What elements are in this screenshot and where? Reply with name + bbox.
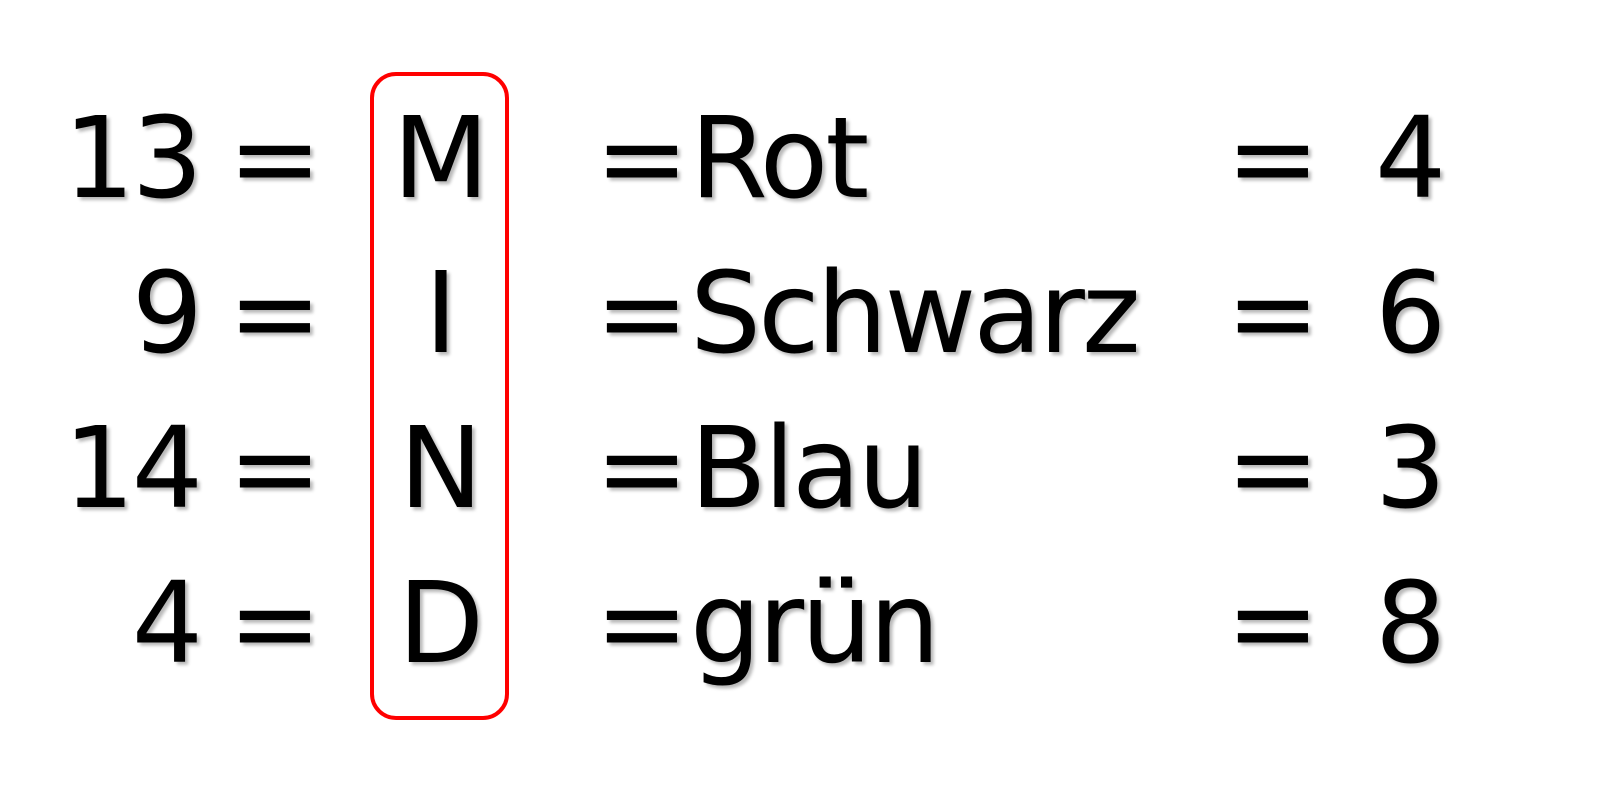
- row-value: 6: [1375, 249, 1446, 379]
- row-value: 8: [1375, 559, 1446, 689]
- row-letter: M: [392, 94, 490, 224]
- row-color-word: Blau: [690, 404, 929, 534]
- equals-sign: =: [595, 404, 689, 534]
- row-color-word: grün: [690, 559, 940, 689]
- equals-sign: =: [595, 249, 689, 379]
- highlight-box-mind: [370, 72, 509, 720]
- equals-sign: =: [1226, 94, 1320, 224]
- row-letter: N: [399, 404, 483, 534]
- equals-sign: =: [1226, 249, 1320, 379]
- equals-sign: =: [1226, 559, 1320, 689]
- equals-sign: =: [228, 94, 322, 224]
- row-number: 13: [63, 94, 203, 224]
- equals-sign: =: [595, 559, 689, 689]
- row-value: 3: [1375, 404, 1446, 534]
- equals-sign: =: [228, 559, 322, 689]
- equals-sign: =: [1226, 404, 1320, 534]
- row-color-word: Rot: [690, 94, 869, 224]
- row-value: 4: [1375, 94, 1446, 224]
- row-number: 14: [63, 404, 203, 534]
- equals-sign: =: [595, 94, 689, 224]
- equals-sign: =: [228, 404, 322, 534]
- row-number: 4: [131, 559, 203, 689]
- row-number: 9: [131, 249, 203, 379]
- equals-sign: =: [228, 249, 322, 379]
- row-color-word: Schwarz: [690, 249, 1141, 379]
- row-letter: D: [397, 559, 484, 689]
- row-letter: I: [424, 249, 457, 379]
